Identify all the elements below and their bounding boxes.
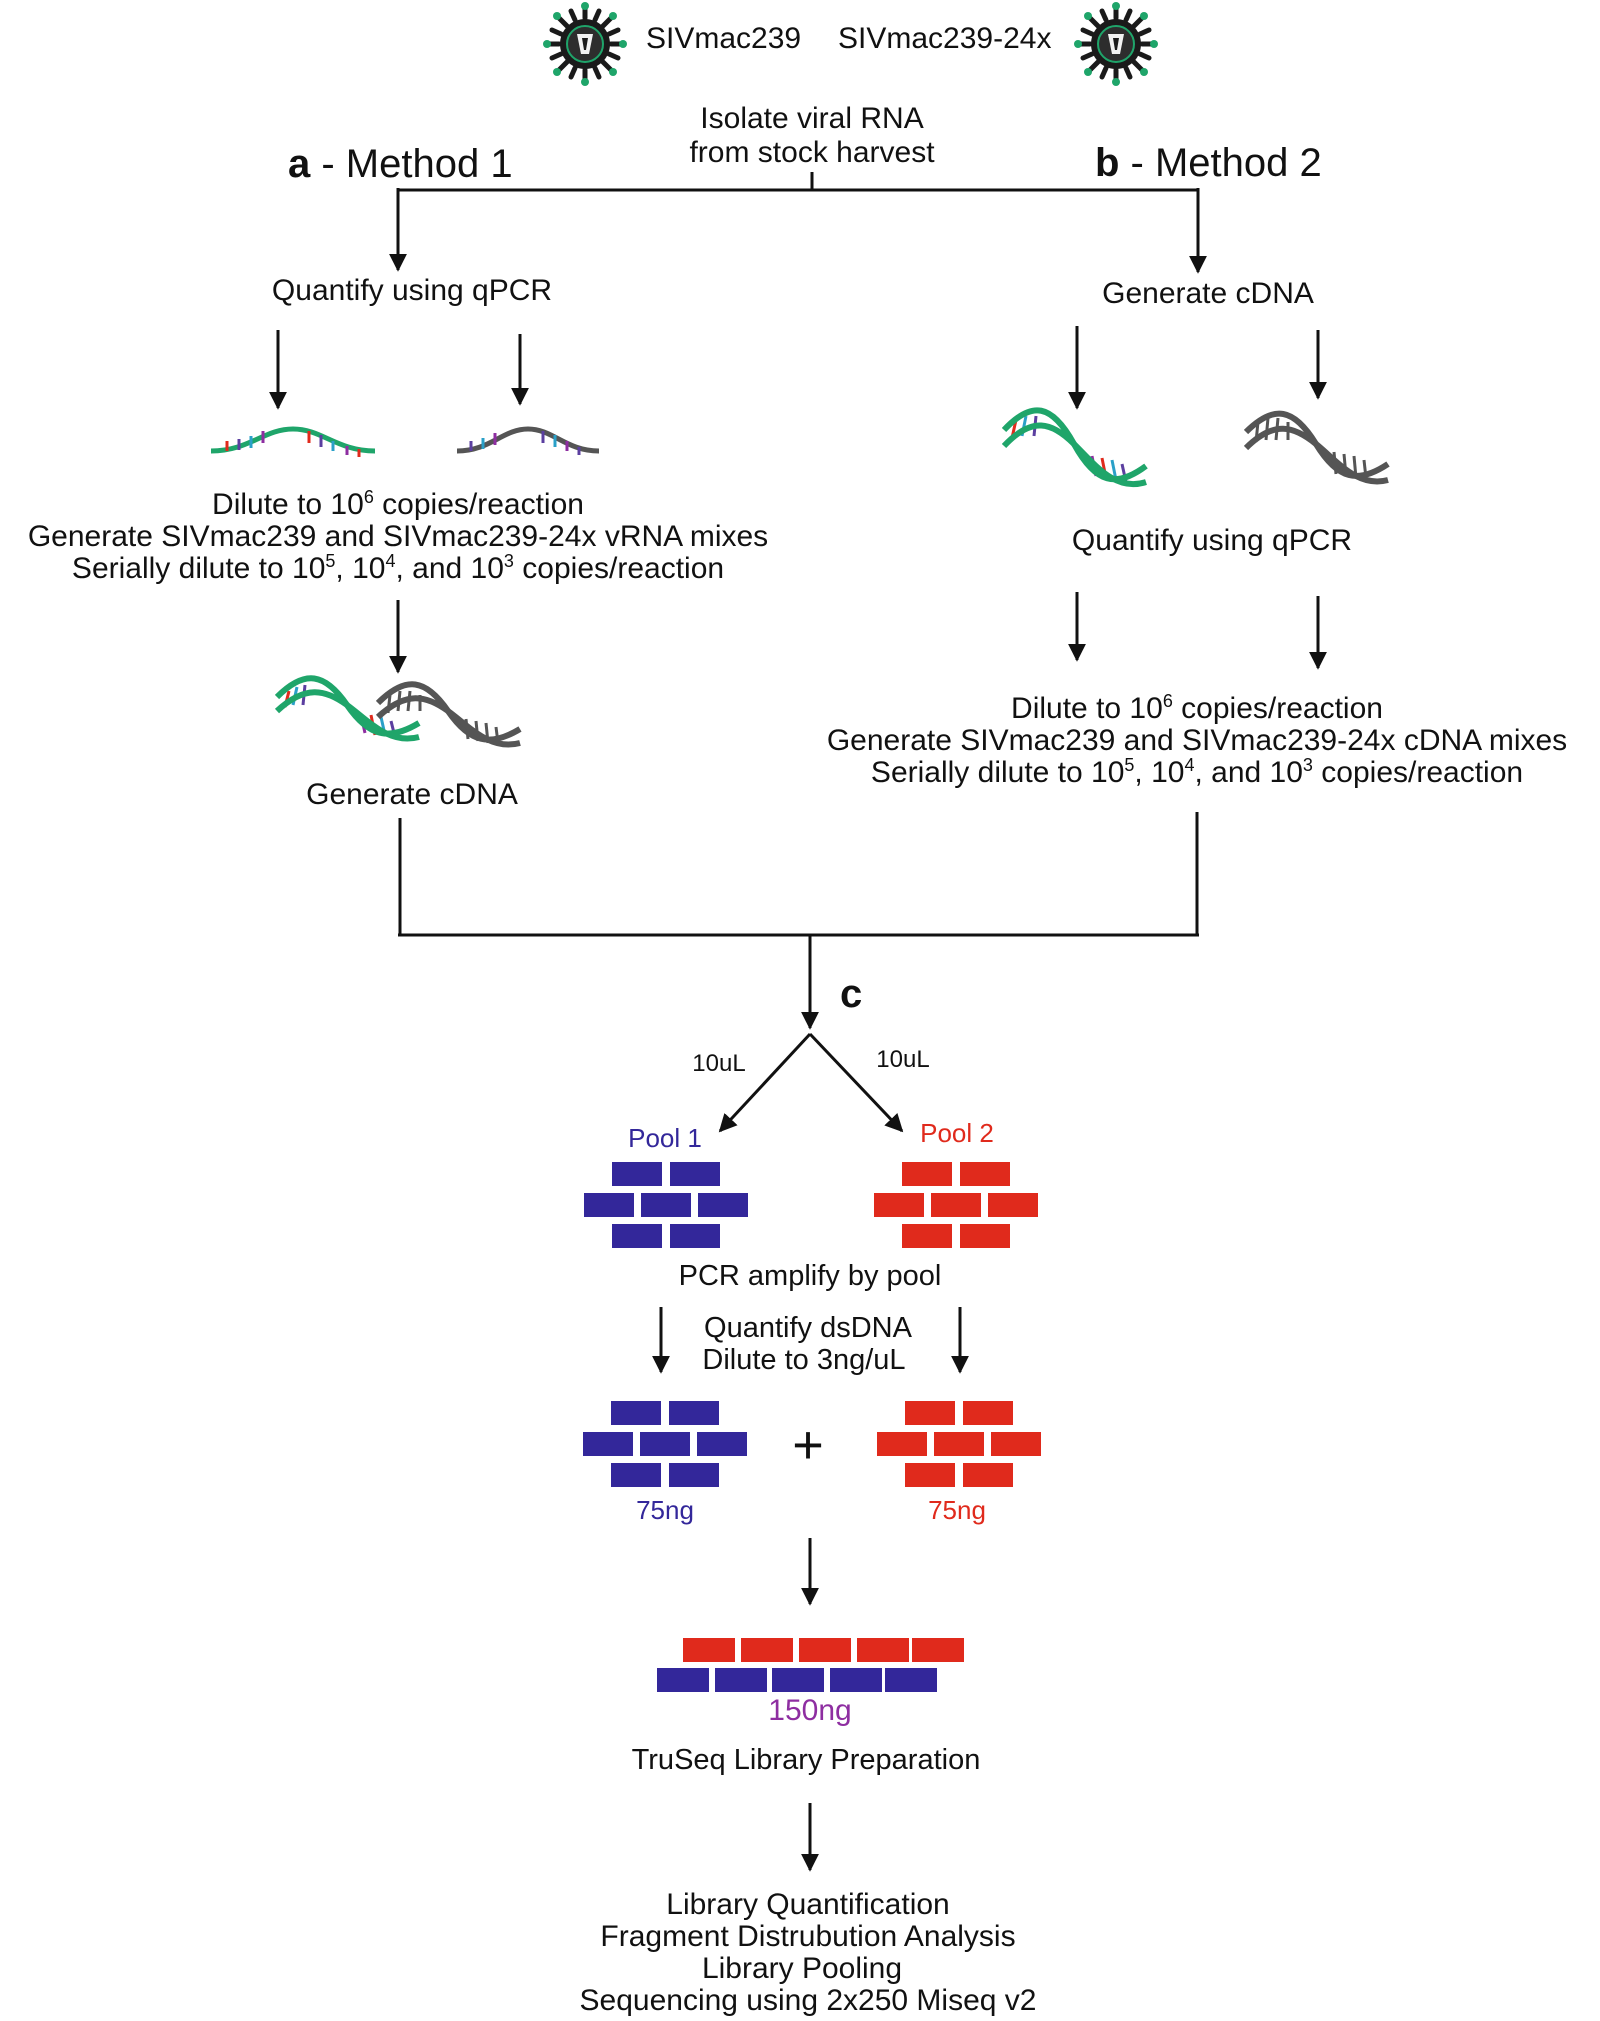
pool2-mass: 75ng [928,1495,986,1525]
pool2-label: Pool 2 [920,1118,994,1148]
quantify-dsdna-label: Quantify dsDNA [704,1312,912,1344]
dna-helix-icon [1002,407,1148,487]
method2-dilute-exponent: 6 [1162,691,1173,711]
amplicon-brick-groups [583,1162,1041,1692]
pool2-75ng-bricks [877,1401,1041,1487]
pcr-amplify-label: PCR amplify by pool [678,1260,942,1292]
method2-title: b - Method 2 [1095,143,1322,183]
dilute-ng-label: Dilute to 3ng/uL [702,1344,906,1376]
method2-serial: Serially dilute to 105, 104, and 103 cop… [870,755,1524,789]
method1-generate-cdna: Generate cDNA [306,778,518,811]
method2-dilute-text: Dilute to 10 [1011,692,1163,725]
final-step: Library Quantification [666,1888,950,1921]
dna-helix-icon [376,681,522,748]
final-step: Sequencing using 2x250 Miseq v2 [579,1984,1037,2017]
dna-helix-icon [1244,410,1390,485]
method2-generate-cdna: Generate cDNA [1102,277,1314,310]
arrow-to-pool2 [808,1032,904,1133]
isolate-line-1: Isolate viral RNA [700,102,924,135]
pool1-volume: 10uL [692,1050,746,1077]
pool2-volume: 10uL [876,1046,930,1073]
method1-serial: Serially dilute to 105, 104, and 103 cop… [71,551,725,585]
method2-serial-text-1: Serially dilute to 10 [870,756,1125,789]
pool1-bricks [584,1162,748,1248]
section-c-letter: c [840,972,863,1016]
method2-mixes: Generate SIVmac239 and SIVmac239-24x cDN… [826,724,1568,757]
pool1-75ng-bricks [583,1401,747,1487]
virus-icon [543,2,627,86]
method1-serial-exp-3: 3 [503,551,514,571]
combined-blue-bricks [657,1668,937,1692]
virus-right-label: SIVmac239-24x [838,22,1052,55]
method2-dilute: Dilute to 106 copies/reaction [1011,691,1383,725]
pool1-label: Pool 1 [628,1123,702,1153]
method1-serial-exp-2: 4 [385,551,396,571]
method1-serial-text-3: , and 10 [395,552,504,585]
rna-strand-icon [210,426,376,457]
method1-title-text: - Method 1 [310,142,513,186]
combined-red-bricks [683,1638,964,1662]
plus-sign: + [792,1415,824,1475]
final-step: Library Pooling [701,1952,903,1985]
rna-strand-icon [456,426,600,455]
method2-serial-exp-1: 5 [1124,755,1135,775]
method2-title-text: - Method 2 [1119,141,1322,185]
method2-serial-exp-3: 3 [1302,755,1313,775]
method2-serial-text-3: , and 10 [1194,756,1303,789]
virus-icon [1074,2,1158,86]
method1-serial-exp-1: 5 [325,551,336,571]
method1-serial-text-2: , 10 [335,552,386,585]
method2-letter: b [1095,141,1120,185]
method2-dilute-unit: copies/reaction [1172,692,1383,725]
method1-quantify: Quantify using qPCR [271,274,553,307]
method2-serial-text-4: copies/reaction [1312,756,1524,789]
method1-dilute-text: Dilute to 10 [212,488,364,521]
arrow-to-pool1 [718,1032,812,1133]
pool2-bricks [874,1162,1038,1248]
method1-dilute-unit: copies/reaction [373,488,584,521]
dna-helix-icon [275,675,421,742]
method2-serial-exp-2: 4 [1184,755,1195,775]
method1-dilute-exponent: 6 [363,487,374,507]
method1-mixes: Generate SIVmac239 and SIVmac239-24x vRN… [27,520,769,553]
method2-serial-text-2: , 10 [1134,756,1185,789]
pool1-mass: 75ng [636,1495,694,1525]
combined-mass: 150ng [768,1694,852,1727]
virus-left-label: SIVmac239 [646,22,802,55]
truseq-label: TruSeq Library Preparation [631,1744,981,1776]
method2-quantify: Quantify using qPCR [1071,524,1353,557]
isolate-line-2: from stock harvest [689,136,935,169]
method1-dilute: Dilute to 106 copies/reaction [212,487,584,521]
method1-letter: a [288,142,311,186]
method1-serial-text-1: Serially dilute to 10 [71,552,326,585]
method1-serial-text-4: copies/reaction [513,552,725,585]
method1-title: a - Method 1 [288,144,513,184]
final-step: Fragment Distrubution Analysis [600,1920,1016,1953]
